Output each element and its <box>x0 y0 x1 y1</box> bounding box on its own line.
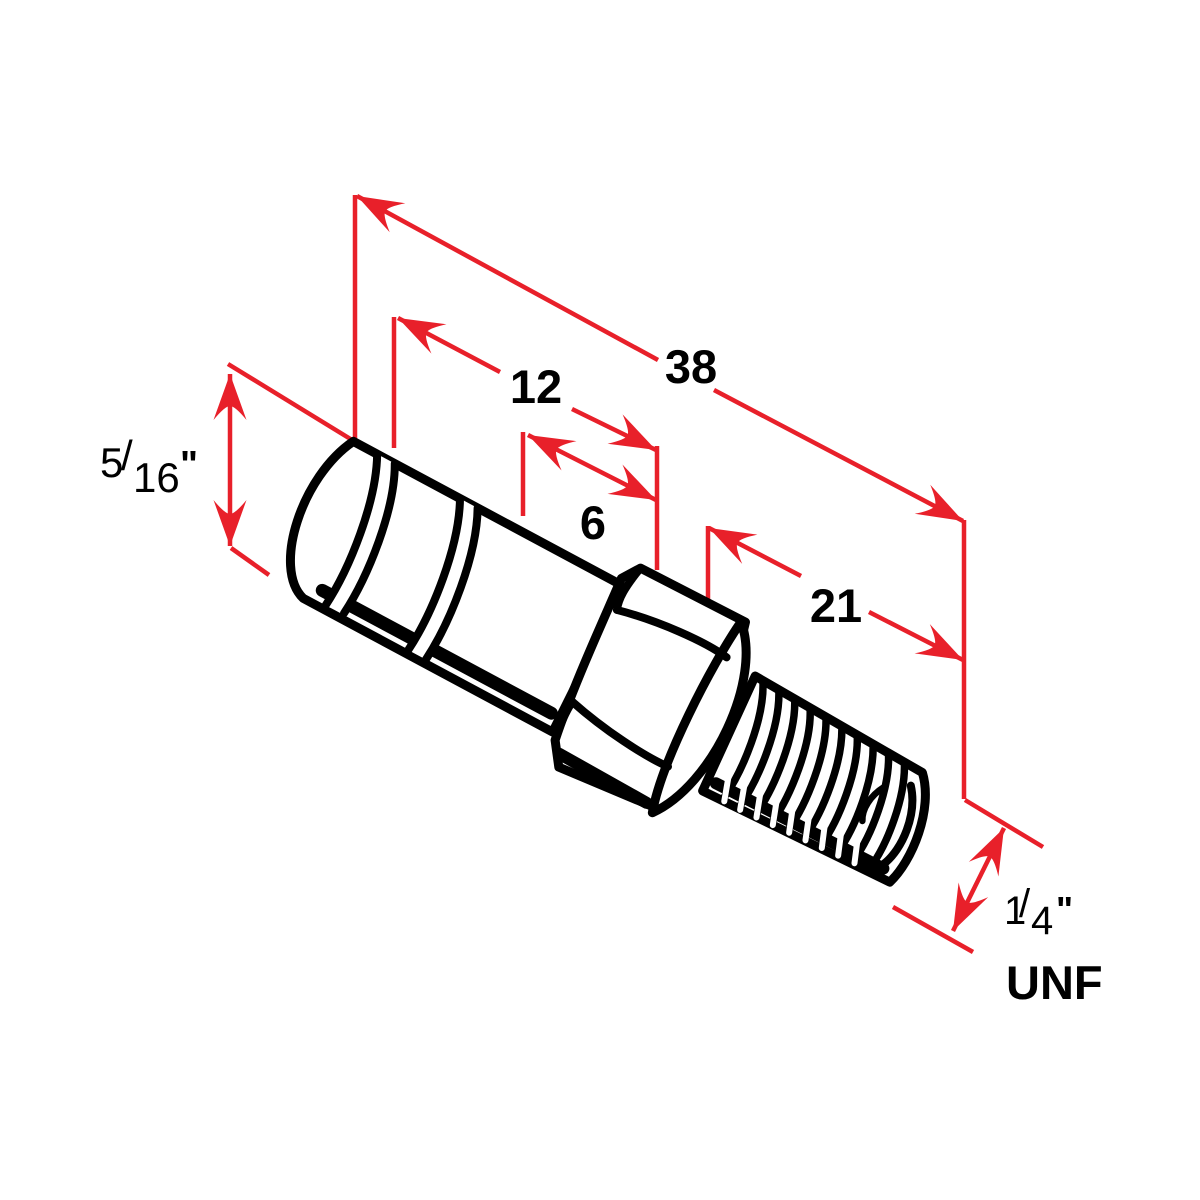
shank-shadow <box>315 583 558 720</box>
hex-facet-edge <box>568 697 672 771</box>
shank <box>285 436 630 737</box>
hex-facet-edge <box>551 697 577 745</box>
tip-detail <box>859 783 888 825</box>
groove-ring-line <box>421 503 482 664</box>
extension-line <box>229 546 271 577</box>
extension-line <box>891 905 975 954</box>
hex-nut <box>550 563 751 818</box>
tip-chamfer <box>879 781 917 869</box>
dimension-shoulder-length <box>520 420 664 515</box>
label-shank-diameter: 5 / 16 " <box>100 432 198 501</box>
hex-facet-edge <box>612 605 731 662</box>
thread-root-notches <box>721 773 861 867</box>
thread-crests <box>720 678 909 872</box>
label-overall-length: 38 <box>665 340 717 393</box>
collar-band <box>325 454 395 614</box>
label-shank-length: 12 <box>510 360 562 413</box>
dimension-shank-diameter <box>213 374 247 546</box>
fraction-numerator: 5 <box>100 439 123 486</box>
thread-section <box>698 671 930 887</box>
dimension-thread-diameter <box>938 820 1019 939</box>
fraction-slash: / <box>121 432 133 479</box>
dimension-layer <box>213 181 1045 954</box>
dimension-line <box>712 388 965 523</box>
inch-mark: " <box>180 444 198 486</box>
label-shoulder-length: 6 <box>580 496 606 549</box>
fraction-slash: / <box>1019 882 1031 926</box>
dimension-overall-length <box>349 181 971 536</box>
fraction-numerator: 1 <box>1004 889 1026 933</box>
label-thread-diameter: 1 / 4 " <box>1004 882 1073 943</box>
inch-mark: " <box>1056 889 1073 930</box>
nut-flange <box>647 617 751 818</box>
fraction-denominator: 16 <box>133 454 180 501</box>
dimension-line <box>355 194 660 362</box>
dimension-thread-length <box>701 513 971 675</box>
collar-ring-line <box>321 450 382 610</box>
extension-lines <box>226 195 1045 954</box>
stud-bolt-drawing <box>285 436 930 887</box>
label-thread-length: 21 <box>810 579 862 632</box>
dimension-shank-length <box>390 303 664 465</box>
extension-line <box>963 798 1045 849</box>
hex-nut-shadow <box>553 747 653 809</box>
extension-line <box>226 362 359 445</box>
labels: 38 12 6 21 5 / 16 " 1 / 4 " UNF <box>100 340 1103 1009</box>
label-thread-type: UNF <box>1006 956 1103 1009</box>
groove-ring-line <box>404 494 464 655</box>
collar-ring-line <box>339 459 399 618</box>
fraction-denominator: 4 <box>1031 899 1053 943</box>
